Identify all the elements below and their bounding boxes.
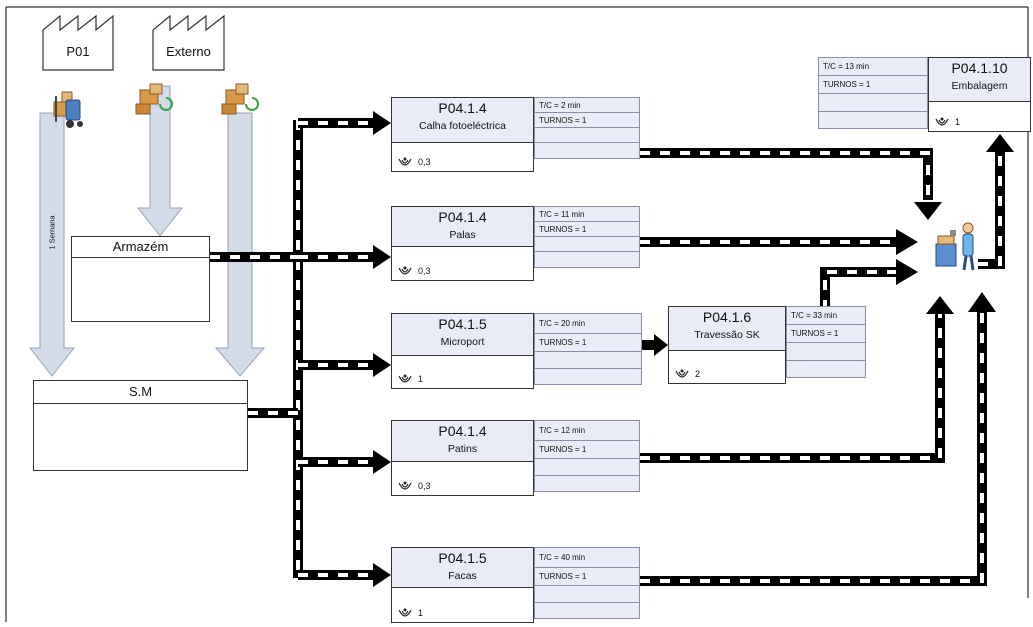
cycle-time: T/C = 33 min (787, 307, 865, 325)
cycle-time: T/C = 11 min (535, 207, 639, 222)
warehouse-box: Armazém (71, 236, 210, 322)
factory-icon-externo (153, 16, 224, 70)
data-row (819, 94, 927, 112)
shifts: TURNOS = 1 (535, 568, 639, 586)
data-row (535, 128, 639, 143)
process-data-calha: T/C = 2 min TURNOS = 1 (534, 97, 640, 159)
shifts: TURNOS = 1 (535, 222, 639, 237)
process-box-facas: P04.1.5 Facas 1 (391, 547, 534, 623)
process-name: Calha fotoeléctrica (392, 120, 533, 132)
process-id: P04.1.4 (392, 423, 533, 439)
process-id: P04.1.4 (392, 100, 533, 116)
delivery-boxes-icon (222, 84, 258, 114)
supermarket-label: S.M (34, 381, 247, 404)
data-row (787, 361, 865, 379)
operator-icon (398, 374, 412, 384)
process-id: P04.1.6 (669, 309, 785, 325)
operator-count: 1 (955, 117, 960, 127)
process-data-microport: T/C = 20 min TURNOS = 1 (534, 313, 642, 385)
data-row (535, 143, 639, 158)
supplier-externo: Externo (153, 44, 224, 59)
process-box-palas: P04.1.4 Palas 0,3 (391, 206, 534, 281)
cycle-time: T/C = 40 min (535, 548, 639, 568)
process-data-palas: T/C = 11 min TURNOS = 1 (534, 206, 640, 268)
supermarket-box: S.M (33, 380, 248, 471)
process-box-embalagem: P04.1.10 Embalagem 1 (928, 57, 1031, 132)
process-name: Embalagem (929, 80, 1030, 92)
process-id: P04.1.10 (929, 60, 1030, 76)
data-row (535, 252, 639, 267)
process-id: P04.1.4 (392, 209, 533, 225)
process-data-patins: T/C = 12 min TURNOS = 1 (534, 420, 640, 492)
operator-count: 1 (418, 608, 423, 618)
warehouse-label: Armazém (72, 237, 209, 258)
data-row (535, 352, 641, 369)
process-box-travessao: P04.1.6 Travessão SK 2 (668, 306, 786, 384)
delivery-arrows (30, 86, 264, 376)
process-data-travessao: T/C = 33 min TURNOS = 1 (786, 306, 866, 378)
cycle-time: T/C = 13 min (819, 58, 927, 76)
factory-icon-p01 (43, 16, 113, 70)
operator-icon (398, 266, 412, 276)
data-row (535, 603, 639, 618)
operator-count: 0,3 (418, 266, 431, 276)
process-box-microport: P04.1.5 Microport 1 (391, 313, 534, 389)
data-row (819, 112, 927, 130)
process-id: P04.1.5 (392, 316, 533, 332)
data-row (535, 586, 639, 603)
process-box-calha: P04.1.4 Calha fotoeléctrica 0,3 (391, 97, 534, 172)
shifts: TURNOS = 1 (535, 113, 639, 128)
supplier-p01: P01 (43, 44, 113, 59)
process-name: Patins (392, 443, 533, 455)
operator-icon (398, 157, 412, 167)
cycle-time: T/C = 12 min (535, 421, 639, 441)
process-name: Palas (392, 229, 533, 241)
shifts: TURNOS = 1 (535, 441, 639, 459)
frequency-label: 1 Semana (48, 209, 57, 257)
process-box-patins: P04.1.4 Patins 0,3 (391, 420, 534, 496)
cycle-time: T/C = 2 min (535, 98, 639, 113)
data-row (535, 237, 639, 252)
shifts: TURNOS = 1 (819, 76, 927, 94)
data-row (535, 476, 639, 491)
process-name: Travessão SK (669, 329, 785, 341)
operator-count: 0,3 (418, 481, 431, 491)
operator-count: 2 (695, 369, 700, 379)
cycle-time: T/C = 20 min (535, 314, 641, 334)
shifts: TURNOS = 1 (535, 334, 641, 352)
process-data-embalagem: T/C = 13 min TURNOS = 1 (818, 57, 928, 129)
operator-count: 1 (418, 374, 423, 384)
process-name: Microport (392, 336, 533, 348)
data-row (535, 369, 641, 384)
operator-icon (675, 369, 689, 379)
process-data-facas: T/C = 40 min TURNOS = 1 (534, 547, 640, 619)
packing-worker-icon (936, 223, 973, 270)
process-id: P04.1.5 (392, 550, 533, 566)
data-row (535, 459, 639, 476)
data-row (787, 343, 865, 361)
operator-icon (398, 481, 412, 491)
operator-icon (935, 117, 949, 127)
operator-icon (398, 608, 412, 618)
process-name: Facas (392, 570, 533, 582)
shifts: TURNOS = 1 (787, 325, 865, 343)
operator-count: 0,3 (418, 157, 431, 167)
